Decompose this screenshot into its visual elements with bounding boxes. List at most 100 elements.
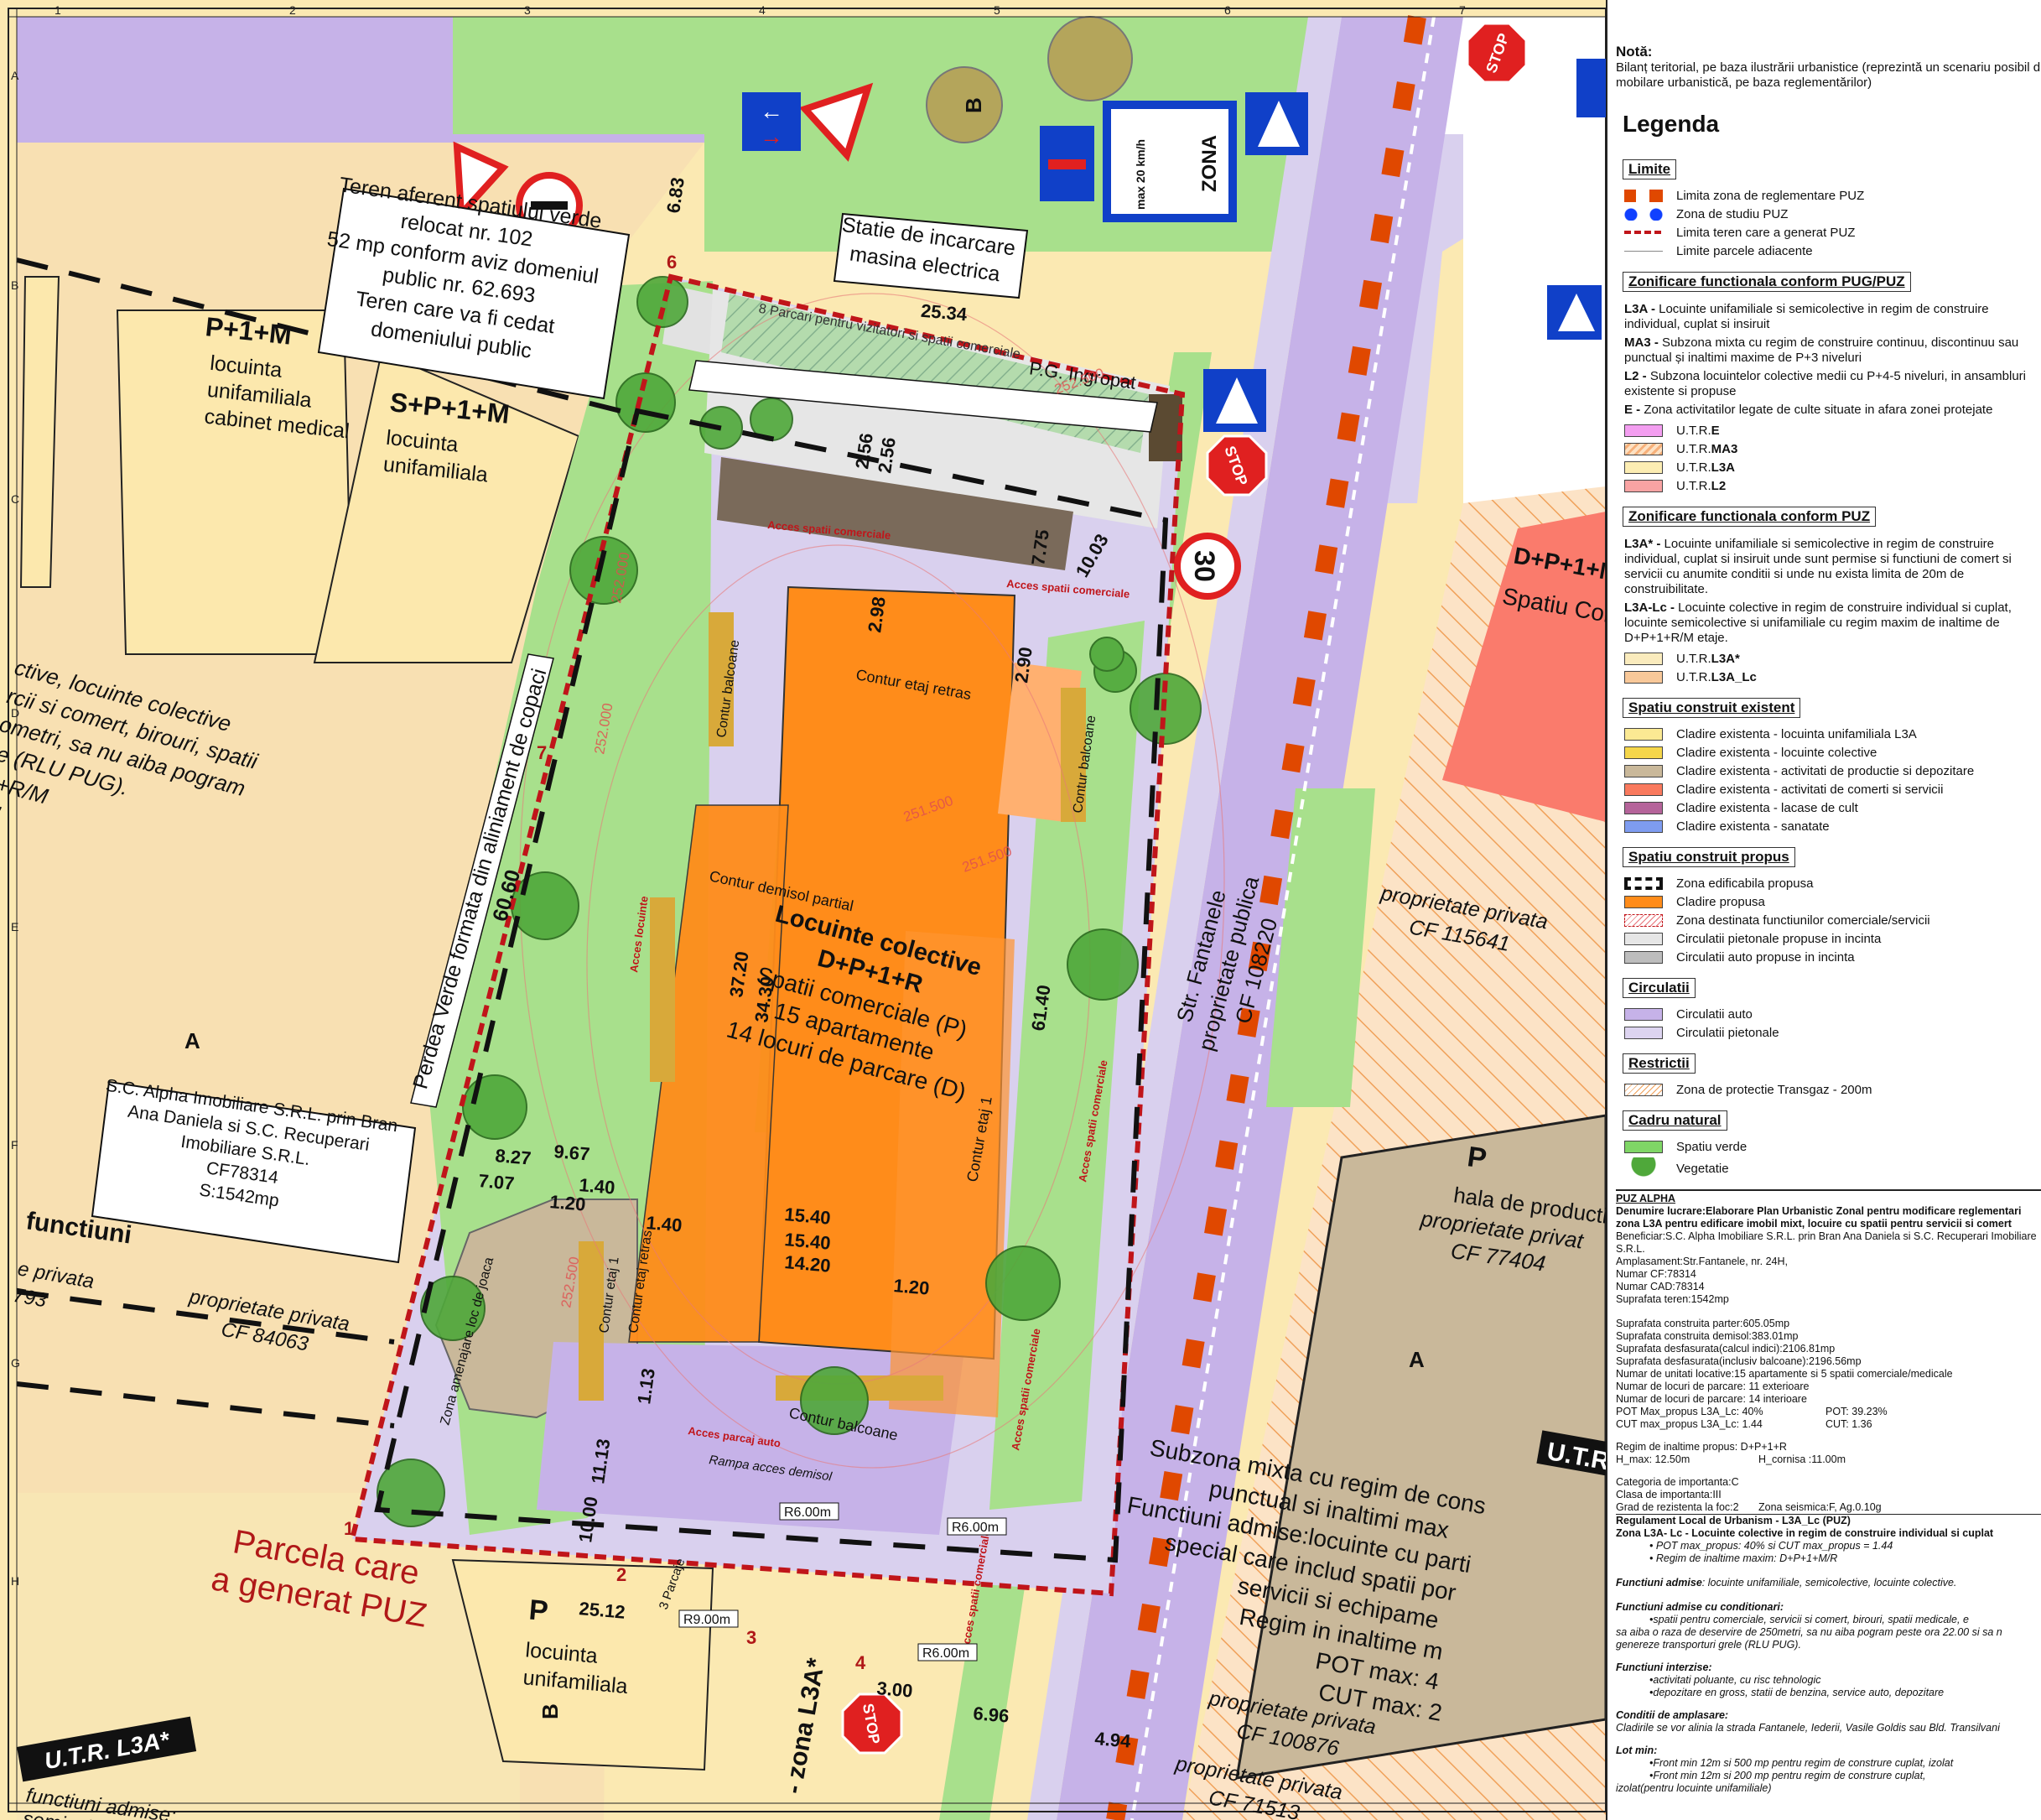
legend-row: Spatiu verde: [1624, 1137, 2041, 1156]
lot-line: •Front min 12m si 500 mp pentru regim de…: [1649, 1757, 1954, 1769]
rlu-title: Regulament Local de Urbanism - L3A_Lc (P…: [1616, 1514, 2041, 1527]
zon-puz-entry: L3A* - Locuinte unifamiliale si semicole…: [1624, 537, 2012, 596]
legend-row: Limita zona de reglementare PUZ: [1624, 186, 2041, 205]
puz-denumire: Denumire lucrare:Elaborare Plan Urbanist…: [1616, 1205, 2022, 1230]
dim-3-00: 3.00: [876, 1677, 914, 1702]
corner-number: 6: [667, 252, 677, 273]
dim-1-20: 1.20: [893, 1275, 931, 1299]
zon-puz-entry: L3A-Lc - Locuinte colective in regim de …: [1624, 601, 2012, 645]
legend-row: Circulatii pietonale: [1624, 1023, 2041, 1042]
puz-line: Suprafata desfasurata(calcul indici):210…: [1616, 1343, 1836, 1355]
legend-row: U.T.R. L2: [1624, 476, 2041, 495]
fac-line: sa aiba o raza de deservire de 250metri,…: [1616, 1626, 2002, 1638]
limite-title: Limite: [1623, 159, 1677, 179]
legend-row: Vegetatie: [1624, 1156, 2041, 1181]
existent-swatch: [1624, 764, 1663, 777]
grid-col-7: 7: [1459, 3, 1466, 17]
commercial-zone-swatch: [1624, 913, 1663, 927]
dim-15-40: 15.40: [784, 1229, 832, 1254]
legend-row: U.T.R. L3A: [1624, 458, 2041, 476]
svg-text:←: ←: [760, 98, 783, 124]
pedestrian-crossing-sign: [1203, 369, 1266, 432]
puz-line: Numar CF:78314: [1616, 1268, 1696, 1280]
corner-number: 1: [344, 1518, 354, 1539]
grid-col-5: 5: [994, 3, 1000, 17]
dim-1-40: 1.40: [579, 1174, 616, 1199]
legend-row: Cladire existenta - activitati de comert…: [1624, 780, 2041, 798]
grid-col-6: 6: [1224, 3, 1231, 17]
grid-row-e: E: [11, 920, 18, 933]
proposed-building-swatch: [1624, 895, 1663, 908]
puz-line: Numar CAD:78314: [1616, 1281, 1705, 1292]
zon-pug-title: Zonificare functionala conform PUG/PUZ: [1623, 272, 1911, 292]
svg-text:→: →: [760, 123, 783, 149]
section-b-marker: B: [961, 97, 986, 113]
legend-row: Zona destinata functiunilor comerciale/s…: [1624, 911, 2041, 929]
fi-title: Functiuni interzise:: [1616, 1661, 1712, 1673]
dim-6-83: 6.83: [662, 176, 688, 215]
legend-panel: Notă: Bilanț teritorial, pe baza ilustră…: [1606, 0, 2041, 1820]
legend-row: Cladire propusa: [1624, 892, 2041, 911]
lot-title: Lot min:: [1616, 1745, 1658, 1756]
pot-row: POT Max_propus L3A_Lc: 40%POT: 39.23%: [1616, 1406, 1888, 1417]
tree-swatch: [1624, 1157, 1663, 1179]
grid-col-2: 2: [289, 3, 296, 17]
zon-pug-entry: E - Zona activitatilor legate de culte s…: [1624, 403, 1993, 417]
propus-title: Spatiu construit propus: [1623, 847, 1795, 867]
circ-title: Circulatii: [1623, 978, 1696, 998]
corner-number: 3: [746, 1627, 756, 1648]
stop-sign-mid: STOP: [1206, 434, 1268, 497]
corner-number: 7: [537, 742, 547, 763]
legend-row: U.T.R. L3A_Lc: [1624, 668, 2041, 686]
dim-7-07: 7.07: [478, 1170, 516, 1194]
dim-1-40: 1.40: [646, 1212, 683, 1236]
dim-15-40: 15.40: [784, 1204, 832, 1229]
zon-pug-entry: L3A - Locuinte unifamiliale si semicolec…: [1624, 302, 1989, 331]
nota-line-2: mobilare urbanistică, pe baza reglementă…: [1616, 75, 1872, 90]
green-swatch: [1624, 1140, 1663, 1153]
cat-line: Clasa de importanta:III: [1616, 1489, 1722, 1500]
utr-ma3-swatch: [1624, 442, 1663, 455]
grid-row-d: D: [11, 706, 19, 720]
cadru-title: Cadru natural: [1623, 1110, 1727, 1131]
section-a-marker: A: [1409, 1347, 1425, 1372]
stop-sign-top: STOP: [1466, 22, 1528, 84]
legend-row: Cladire existenta - sanatate: [1624, 817, 2041, 835]
legend-row: U.T.R. E: [1624, 421, 2041, 439]
zon-pug-entry: MA3 - Subzona mixta cu regim de construi…: [1624, 335, 2019, 365]
grid-col-1: 1: [55, 3, 61, 17]
fac-line: •spatii pentru comerciale, servicii si c…: [1649, 1614, 1969, 1625]
dim-2-98: 2.98: [864, 595, 890, 634]
puz-info: PUZ ALPHA Denumire lucrare:Elaborare Pla…: [1616, 1189, 2041, 1795]
dim-25-34: 25.34: [920, 300, 969, 325]
puz-line: Suprafata construita parter:605.05mp: [1616, 1318, 1790, 1329]
legend-row: Cladire existenta - lacase de cult: [1624, 798, 2041, 817]
hala-title: P: [1465, 1141, 1488, 1175]
fac-title: Functiuni admise cu conditionari:: [1616, 1601, 1784, 1613]
transgaz-swatch: [1624, 1083, 1663, 1096]
priority-sign-top: [798, 82, 874, 162]
zona-20-sign: ZONA max 20 km/h: [1103, 101, 1237, 222]
legend-row: Cladire existenta - activitati de produc…: [1624, 762, 2041, 780]
legend-label: Zona de studiu PUZ: [1676, 206, 1789, 221]
section-a-marker: A: [184, 1028, 200, 1053]
adjacent-limit-swatch: [1624, 250, 1663, 252]
grid-row-h: H: [11, 1574, 19, 1588]
zona20-max: max 20 km/h: [1134, 139, 1147, 210]
puz-line: Amplasament:Str.Fantanele, nr. 24H,: [1616, 1256, 1788, 1267]
pedestrian-crossing-sign: [1576, 59, 1606, 117]
legend-row: Cladire existenta - locuinta unifamilial…: [1624, 725, 2041, 743]
auto-circ-swatch: [1624, 1007, 1663, 1021]
ca-title: Conditii de amplasare:: [1616, 1709, 1729, 1721]
existent-swatch: [1624, 727, 1663, 741]
legend-row: Zona de protectie Transgaz - 200m: [1624, 1080, 2041, 1099]
speed-limit-text: 30: [1188, 550, 1220, 582]
utr-e-swatch: [1624, 424, 1663, 437]
legend-title: Legenda: [1623, 111, 1720, 137]
urban-plan-map: 1 2 3 4 5 6 7 A B C D E F G H STOP STOP …: [0, 0, 1606, 1820]
dim-8-27: 8.27: [495, 1145, 532, 1169]
utr-l3a-star-swatch: [1624, 652, 1663, 665]
regim-line: Regim de inaltime propus: D+P+1+R: [1616, 1441, 1787, 1453]
dim-6-96: 6.96: [973, 1703, 1010, 1727]
